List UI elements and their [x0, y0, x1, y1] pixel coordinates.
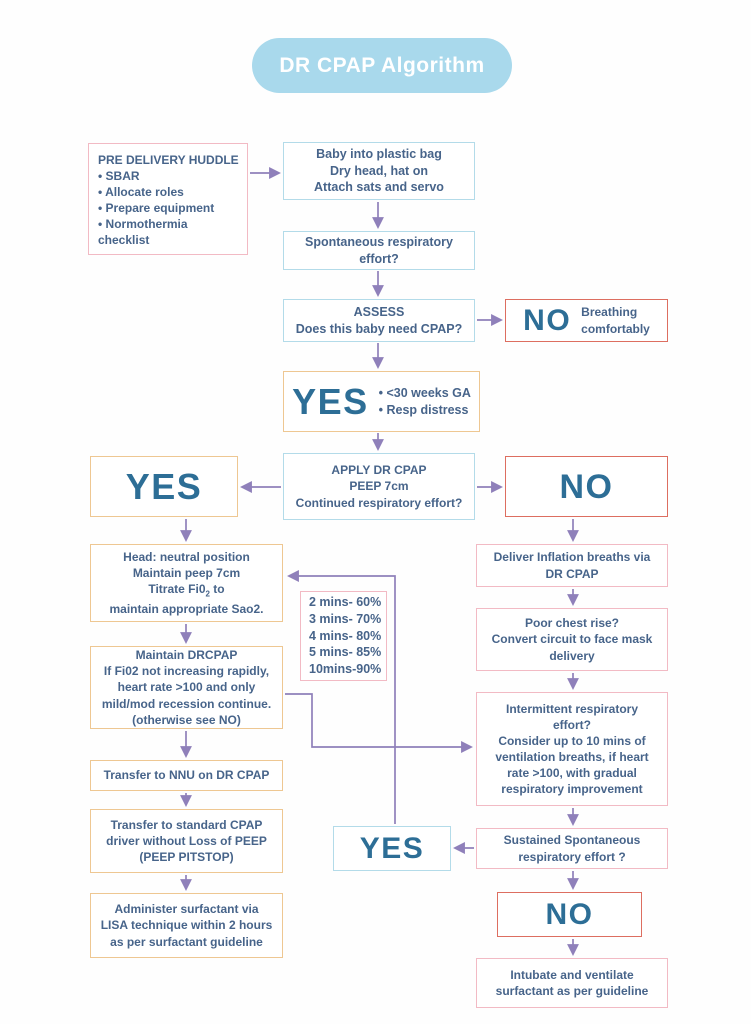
text-line: comfortably — [581, 321, 650, 336]
text-line: 4 mins- 80% — [309, 628, 382, 643]
text-line: Breathing — [581, 305, 638, 320]
text-line: LISA technique within 2 hours — [100, 918, 273, 933]
text-line: DR CPAP — [545, 566, 599, 581]
yes-bottom-box: YES — [333, 826, 451, 871]
text-line: heart rate >100 and only — [117, 680, 256, 695]
text-line: Attach sats and servo — [314, 180, 444, 195]
text-line: 5 mins- 85% — [309, 645, 382, 660]
text-line: rate >100, with gradual — [507, 766, 637, 781]
text-line: Maintain peep 7cm — [132, 566, 241, 581]
plastic-bag-box: Baby into plastic bag Dry head, hat on A… — [283, 142, 475, 200]
maintain-drcpap-box: Maintain DRCPAP If Fi02 not increasing r… — [90, 646, 283, 729]
yes-criteria-list: • <30 weeks GA • Resp distress — [379, 385, 471, 419]
text-line: PRE DELIVERY HUDDLE — [98, 153, 239, 167]
text-line: (PEEP PITSTOP) — [139, 850, 234, 865]
text-line: Maintain DRCPAP — [135, 648, 238, 663]
text-line: Sustained Spontaneous — [503, 833, 641, 848]
text-line: Titrate Fi02 to — [148, 581, 224, 600]
text-line: Transfer to NNU on DR CPAP — [103, 768, 270, 783]
text-line: • Resp distress — [378, 402, 469, 417]
text-line: Baby into plastic bag — [316, 146, 442, 161]
text-line: (otherwise see NO) — [132, 712, 241, 727]
no-label: NO — [523, 303, 572, 337]
text-line: ventilation breaths, if heart — [495, 750, 649, 764]
no-note: Breathing comfortably — [581, 304, 650, 336]
text-line: Deliver Inflation breaths via — [493, 550, 651, 565]
text-line: effort? — [359, 251, 399, 266]
transfer-driver-box: Transfer to standard CPAP driver without… — [90, 809, 283, 873]
head-position-box: Head: neutral position Maintain peep 7cm… — [90, 544, 283, 622]
arrow-maintain-to-intermittent — [285, 693, 473, 753]
assess-box: ASSESS Does this baby need CPAP? — [283, 299, 475, 342]
text-line: Continued respiratory effort? — [295, 495, 463, 510]
text-line: maintain appropriate Sao2. — [109, 601, 264, 616]
text-line: • Prepare equipment — [98, 201, 215, 216]
text-line: PEEP 7cm — [349, 479, 409, 494]
text-line: • Allocate roles — [98, 185, 184, 200]
pre-delivery-huddle-box: PRE DELIVERY HUDDLE • SBAR • Allocate ro… — [88, 143, 248, 255]
text-line: Poor chest rise? — [524, 616, 620, 631]
text-line: Convert circuit to face mask — [491, 632, 653, 647]
inflation-breaths-box: Deliver Inflation breaths via DR CPAP — [476, 544, 668, 587]
text-line: Transfer to standard CPAP — [110, 817, 263, 832]
surfactant-lisa-box: Administer surfactant via LISA technique… — [90, 893, 283, 958]
transfer-nnu-box: Transfer to NNU on DR CPAP — [90, 760, 283, 791]
text-line: 10mins-90% — [309, 662, 382, 677]
intermittent-effort-box: Intermittent respiratory effort? Conside… — [476, 692, 668, 806]
text-line: Does this baby need CPAP? — [295, 321, 463, 336]
yes-left-box: YES — [90, 456, 238, 517]
text-line: delivery — [549, 648, 595, 663]
text-line: Intubate and ventilate — [510, 967, 634, 982]
text-line: checklist — [98, 233, 150, 248]
text-line: driver without Loss of PEEP — [106, 833, 267, 848]
titrate-text: Titrate Fi0 — [148, 582, 206, 597]
text-line: ASSESS — [353, 304, 405, 319]
titrate-text: to — [213, 582, 225, 597]
text-line: Head: neutral position — [123, 550, 250, 565]
apply-cpap-box: APPLY DR CPAP PEEP 7cm Continued respira… — [283, 453, 475, 520]
yes-label: YES — [359, 831, 425, 865]
text-line: Consider up to 10 mins of — [498, 733, 646, 748]
text-line: mild/mod recession continue. — [101, 696, 272, 711]
text-line: effort? — [553, 717, 591, 732]
no-breathing-box: NO Breathing comfortably — [505, 299, 668, 342]
text-line: 3 mins- 70% — [309, 611, 382, 626]
no-label: NO — [559, 467, 614, 506]
intubate-box: Intubate and ventilate surfactant as per… — [476, 958, 668, 1008]
text-line: • <30 weeks GA — [378, 385, 471, 400]
no-bottom-box: NO — [497, 892, 642, 937]
no-label: NO — [545, 897, 594, 931]
no-right-box: NO — [505, 456, 668, 517]
text-line: surfactant as per guideline — [495, 984, 649, 998]
text-line: respiratory improvement — [501, 782, 643, 797]
text-line: 2 mins- 60% — [309, 595, 382, 610]
page-title: DR CPAP Algorithm — [252, 38, 512, 93]
chest-rise-box: Poor chest rise? Convert circuit to face… — [476, 608, 668, 671]
text-line: Intermittent respiratory — [505, 701, 639, 716]
text-line: If Fi02 not increasing rapidly, — [103, 664, 270, 679]
sustained-effort-box: Sustained Spontaneous respiratory effort… — [476, 828, 668, 869]
text-line: Administer surfactant via — [114, 902, 259, 917]
yes-criteria-box: YES • <30 weeks GA • Resp distress — [283, 371, 480, 432]
text-line: as per surfactant guideline — [110, 934, 263, 949]
yes-label: YES — [292, 380, 369, 422]
text-line: APPLY DR CPAP — [331, 463, 427, 478]
subscript-2: 2 — [205, 589, 210, 599]
spontaneous-effort-box: Spontaneous respiratory effort? — [283, 231, 475, 270]
yes-label: YES — [125, 465, 203, 507]
text-line: respiratory effort ? — [518, 849, 626, 864]
text-line: Spontaneous respiratory — [305, 234, 453, 249]
text-line: Dry head, hat on — [330, 163, 428, 178]
sats-targets-box: 2 mins- 60% 3 mins- 70% 4 mins- 80% 5 mi… — [300, 591, 387, 681]
text-line: • SBAR — [98, 169, 140, 184]
text-line: • Normothermia — [98, 217, 188, 232]
